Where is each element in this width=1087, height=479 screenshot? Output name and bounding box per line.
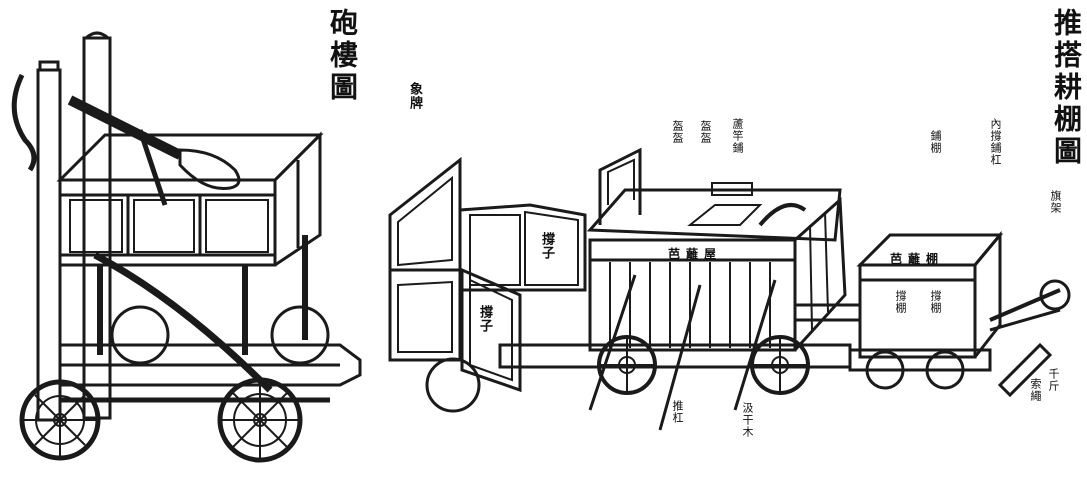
label-cart-body-a: 撐棚 [894,290,907,314]
label-bottom-mid: 汲干木 [741,402,754,438]
label-body-band: 芭蘺屋 [668,247,723,261]
small-cart [848,230,1071,398]
label-door-upper: 撐子 [539,232,554,260]
label-roof-c: 蘆竿鋪 [731,118,744,154]
label-right-bottom-b: 索繩 [1029,378,1042,402]
label-roof-pair-b: 盔盔 [699,120,712,144]
label-bottom-left: 推杠 [671,400,684,424]
label-gate: 象牌 [407,82,422,110]
label-right-bottom-a: 千斤 [1047,368,1060,392]
label-shed-right: 內撐鋪杠 [989,118,1002,166]
title-right: 推搭耕棚圖 [1050,8,1083,168]
shed-cart [388,147,860,431]
catapult-tower [11,31,362,463]
label-cart-body-b: 撐棚 [929,290,942,314]
label-right-mid: 旗架 [1049,190,1062,214]
label-cart-band: 芭蘺棚 [890,252,945,266]
label-door-lower: 撐子 [477,305,492,333]
label-roof-pair-a: 盔盔 [671,120,684,144]
label-shed-left: 鋪棚 [929,130,942,154]
title-left: 砲樓圖 [326,8,359,104]
